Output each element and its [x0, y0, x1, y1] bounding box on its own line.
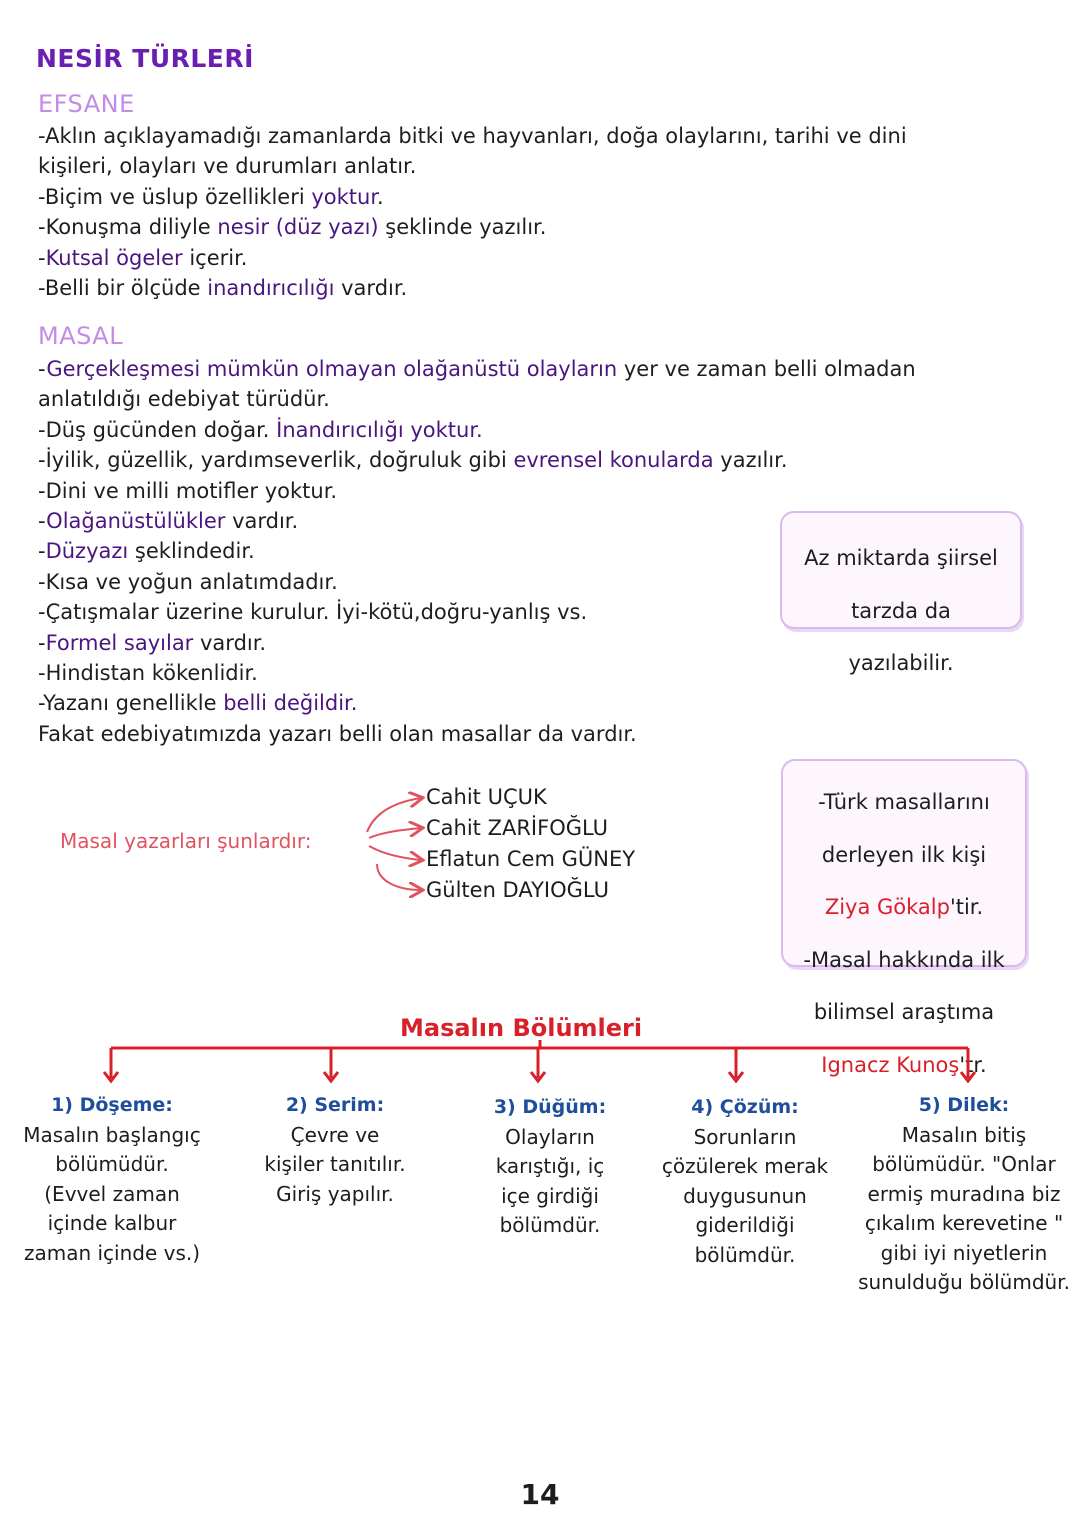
author-name: Cahit UÇUK: [426, 785, 547, 809]
section-cozum: 4) Çözüm: Sorunların çözülerek merak duy…: [650, 1093, 840, 1270]
masal-heading: MASAL: [38, 322, 124, 350]
note-poetic: Az miktarda şiirsel tarzda da yazılabilir.: [780, 511, 1022, 675]
text-line: -Kutsal ögeler içerir.: [38, 245, 248, 270]
text-line: -Çatışmalar üzerine kurulur. İyi-kötü,do…: [38, 600, 588, 625]
section-heading: 5) Dilek:: [918, 1094, 1010, 1116]
author-name: Eflatun Cem GÜNEY: [426, 847, 636, 871]
section-heading: 3) Düğüm:: [493, 1096, 607, 1118]
text-line: -Düş gücünden doğar. İnandırıcılığı yokt…: [38, 417, 483, 442]
text-line: -Kısa ve yoğun anlatımdadır.: [38, 569, 338, 594]
text-line: -İyilik, güzellik, yardımseverlik, doğru…: [38, 448, 788, 473]
section-heading: 4) Çözüm:: [691, 1096, 799, 1118]
text-line: -Gerçekleşmesi mümkün olmayan olağanüstü…: [38, 357, 916, 381]
page-number: 14: [520, 1478, 560, 1511]
text-line: yazılabilir.: [848, 651, 954, 675]
text-line: -Dini ve milli motifler yoktur.: [38, 478, 338, 503]
text-line: kişileri, olayları ve durumları anlatır.: [38, 154, 417, 179]
section-heading: 2) Serim:: [285, 1094, 385, 1116]
text-line: -Masal hakkında ilk: [803, 947, 1005, 972]
sections-title: Masalın Bölümleri: [400, 1014, 643, 1042]
text-line: -Belli bir ölçüde inandırıcılığı vardır.: [38, 276, 408, 301]
authors-label: Masal yazarları şunlardır:: [60, 829, 312, 853]
sections-connector: [102, 1040, 977, 1084]
text-line: tarzda da: [851, 598, 951, 623]
text-line: -Olağanüstülükler vardır.: [38, 509, 299, 534]
section-serim: 2) Serim: Çevre ve kişiler tanıtılır. Gi…: [240, 1091, 430, 1209]
text-line: -Türk masallarını: [818, 790, 990, 814]
efsane-heading: EFSANE: [38, 90, 135, 118]
section-dugum: 3) Düğüm: Olayların karıştığı, iç içe gi…: [470, 1093, 630, 1241]
text-line: -Biçim ve üslup özellikleri yoktur.: [38, 184, 384, 209]
text-line: Ignacz Kunoş'tr.: [821, 1052, 987, 1077]
section-dilek: 5) Dilek: Masalın bitiş bölümüdür. "Onla…: [850, 1091, 1078, 1298]
section-doseme: 1) Döşeme: Masalın başlangıç bölümüdür. …: [12, 1091, 212, 1268]
text-line: bilimsel araştıma: [813, 1000, 995, 1024]
text-line: derleyen ilk kişi: [821, 842, 987, 867]
text-line: Ziya Gökalp'tir.: [824, 895, 984, 919]
text-line: -Konuşma diliyle nesir (düz yazı) şeklin…: [38, 215, 547, 240]
text-line: anlatıldığı edebiyat türüdür.: [38, 387, 330, 412]
author-name: Gülten DAYIOĞLU: [426, 878, 609, 902]
authors-arrows: [366, 790, 435, 910]
text-line: Fakat edebiyatımızda yazarı belli olan m…: [38, 721, 637, 746]
text-line: -Yazanı genellikle belli değildir.: [38, 691, 358, 716]
authors-list: Cahit UÇUK Cahit ZARİFOĞLU Eflatun Cem G…: [426, 782, 635, 906]
text-line: -Düzyazı şeklindedir.: [38, 539, 255, 564]
section-heading: 1) Döşeme:: [51, 1094, 173, 1116]
text-line: -Aklın açıklayamadığı zamanlarda bitki v…: [38, 124, 907, 148]
text-line: Az miktarda şiirsel: [804, 546, 998, 570]
masal-body: -Gerçekleşmesi mümkün olmayan olağanüstü…: [38, 354, 916, 749]
efsane-body: -Aklın açıklayamadığı zamanlarda bitki v…: [38, 121, 907, 303]
text-line: -Formel sayılar vardır.: [38, 630, 267, 655]
author-name: Cahit ZARİFOĞLU: [426, 816, 609, 840]
text-line: -Hindistan kökenlidir.: [38, 661, 258, 686]
page-title: NESİR TÜRLERİ: [36, 44, 254, 73]
